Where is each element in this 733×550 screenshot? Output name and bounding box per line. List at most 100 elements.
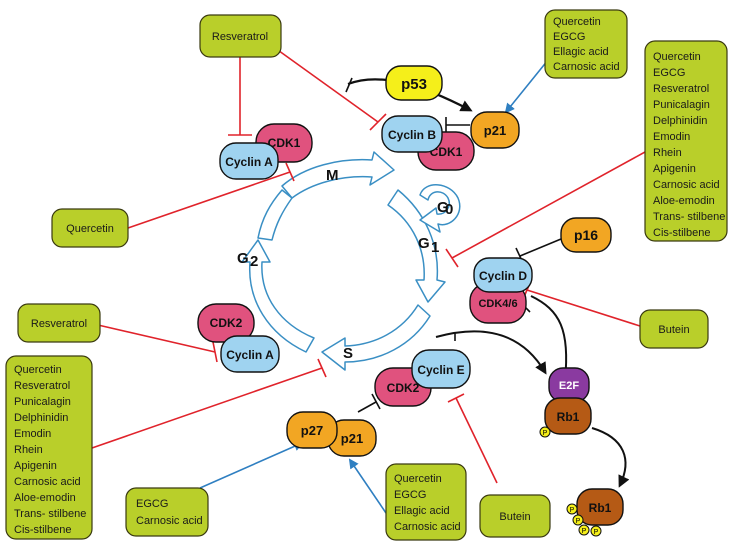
svg-text:Punicalagin: Punicalagin [14,396,71,408]
svg-text:Butein: Butein [658,324,689,336]
svg-text:P: P [576,518,581,525]
svg-text:CDK2: CDK2 [387,381,420,395]
svg-text:Carnosic acid: Carnosic acid [136,515,203,527]
svg-text:Apigenin: Apigenin [14,460,57,472]
svg-text:Delphinidin: Delphinidin [653,115,707,127]
box-bottom-mid: Quercetin EGCG Ellagic acid Carnosic aci… [385,463,467,541]
svg-text:Resveratrol: Resveratrol [212,31,268,43]
svg-text:CDK4/6: CDK4/6 [478,298,517,310]
node-cyclin-d: Cyclin D [473,257,533,293]
node-e2f: E2F [548,367,590,403]
svg-text:Punicalagin: Punicalagin [653,99,710,111]
phase-g1: G 1 [418,235,439,256]
svg-text:Aloe-emodin: Aloe-emodin [653,195,715,207]
svg-text:Emodin: Emodin [14,428,51,440]
svg-text:Quercetin: Quercetin [553,16,601,28]
node-p21-bottom: p21 [327,419,377,457]
svg-text:P: P [582,528,587,535]
svg-text:Cyclin E: Cyclin E [417,363,464,377]
box-left-big: Quercetin Resveratrol Punicalagin Delphi… [5,355,93,540]
phase-g0: G 0 [437,199,453,218]
svg-text:Carnosic acid: Carnosic acid [553,61,620,73]
cycle-arrow-g2 [241,239,315,353]
node-p53: p53 [385,65,443,101]
box-resveratrol-left: Resveratrol [17,303,101,343]
cycle-arrow-m [281,151,395,199]
box-top-right-small: Quercetin EGCG Ellagic acid Carnosic aci… [544,9,628,79]
cycle-arrow-m-left [257,189,293,241]
activation-arrows [199,59,549,514]
svg-text:Cis-stilbene: Cis-stilbene [14,524,71,536]
box-butein-bottom: Butein [479,494,551,538]
svg-text:G: G [237,250,249,267]
svg-text:Rhein: Rhein [653,147,682,159]
svg-text:Carnosic acid: Carnosic acid [394,521,461,533]
svg-text:Cyclin D: Cyclin D [479,269,527,283]
svg-text:Carnosic acid: Carnosic acid [14,476,81,488]
svg-text:Quercetin: Quercetin [14,364,62,376]
svg-text:Cis-stilbene: Cis-stilbene [653,227,710,239]
svg-text:Apigenin: Apigenin [653,163,696,175]
svg-text:Ellagic acid: Ellagic acid [553,46,609,58]
svg-text:Rb1: Rb1 [589,501,612,515]
node-cdk2-a: CDK2 [197,303,255,343]
svg-text:Trans- stilbene: Trans- stilbene [653,211,725,223]
svg-text:Resveratrol: Resveratrol [653,83,709,95]
svg-text:CDK1: CDK1 [268,136,301,150]
svg-text:p53: p53 [401,76,427,93]
node-cyclin-a-top: Cyclin A [219,142,279,180]
svg-text:Quercetin: Quercetin [653,51,701,63]
svg-text:Resveratrol: Resveratrol [31,318,87,330]
svg-text:P: P [594,529,599,536]
node-p21-top: p21 [470,111,520,149]
svg-text:Cyclin B: Cyclin B [388,128,436,142]
box-butein-right: Butein [639,309,709,349]
svg-text:Quercetin: Quercetin [66,223,114,235]
phase-g2: G 2 [237,250,258,270]
svg-text:CDK2: CDK2 [210,316,243,330]
phosphate-rb1: P [539,426,551,438]
svg-text:Ellagic acid: Ellagic acid [394,505,450,517]
phase-s: S [343,345,353,362]
box-egcg-bottom: EGCG Carnosic acid [125,487,209,537]
svg-text:0: 0 [445,201,453,218]
svg-text:Cyclin A: Cyclin A [225,155,273,169]
svg-text:p21: p21 [484,123,506,138]
svg-text:Quercetin: Quercetin [394,473,442,485]
svg-text:P: P [543,430,548,437]
box-quercetin-left: Quercetin [51,208,129,248]
node-cdk46: CDK4/6 [469,282,527,324]
svg-text:Resveratrol: Resveratrol [14,380,70,392]
svg-text:p21: p21 [341,431,363,446]
phase-m: M [326,167,339,184]
node-rb1-phosphorylated: Rb1 [576,488,624,526]
box-resveratrol-top: Resveratrol [199,14,282,58]
box-right-big: Quercetin EGCG Resveratrol Punicalagin D… [644,40,728,242]
svg-text:Carnosic acid: Carnosic acid [653,179,720,191]
node-cyclin-a-bottom: Cyclin A [220,335,280,373]
svg-text:EGCG: EGCG [653,67,685,79]
svg-text:Emodin: Emodin [653,131,690,143]
node-cyclin-e: Cyclin E [411,349,471,389]
svg-text:Cyclin A: Cyclin A [226,348,274,362]
svg-text:E2F: E2F [559,380,579,392]
svg-text:Rhein: Rhein [14,444,43,456]
svg-text:Butein: Butein [499,511,530,523]
node-p27: p27 [286,411,338,449]
svg-text:EGCG: EGCG [394,489,426,501]
svg-text:Trans- stilbene: Trans- stilbene [14,508,86,520]
svg-text:EGCG: EGCG [553,31,585,43]
svg-text:CDK1: CDK1 [430,145,463,159]
svg-text:1: 1 [431,239,439,256]
phosphates-rb1-p: P P P P [566,503,602,537]
cell-cycle-wheel [241,151,461,371]
svg-text:EGCG: EGCG [136,498,168,510]
svg-text:G: G [437,199,449,216]
svg-text:G: G [418,235,430,252]
svg-text:Aloe-emodin: Aloe-emodin [14,492,76,504]
svg-text:Rb1: Rb1 [557,410,580,424]
svg-text:p27: p27 [301,423,323,438]
svg-text:2: 2 [250,253,258,270]
node-cyclin-b: Cyclin B [381,115,443,153]
